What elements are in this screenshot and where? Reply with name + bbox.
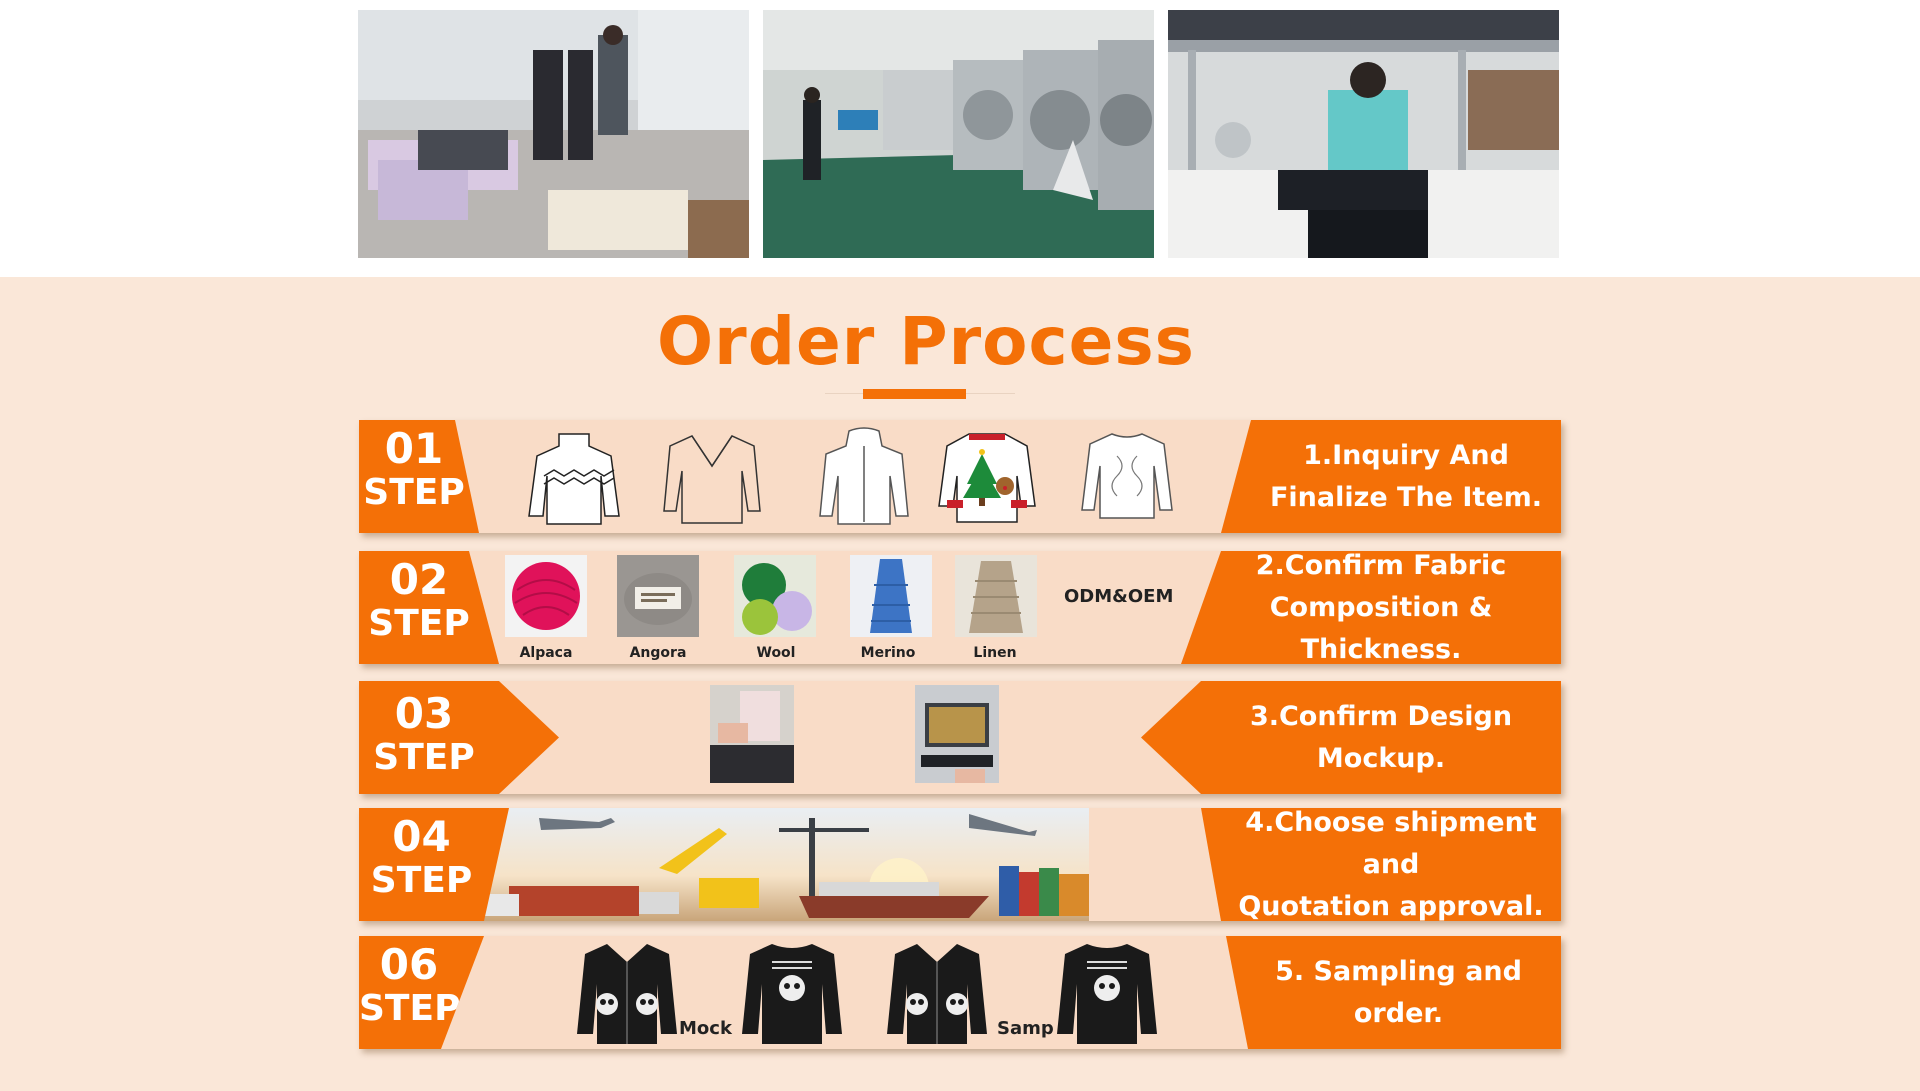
order-process-section: Order Process 01 STEP xyxy=(0,277,1920,1091)
yarn-label: Angora xyxy=(629,645,687,661)
step-description-panel: 3.Confirm Design Mockup. xyxy=(1141,681,1561,794)
turtleneck-sweater-icon xyxy=(528,433,620,525)
yarn-label: Linen xyxy=(973,645,1017,661)
step-description-panel: 2.Confirm Fabric Composition & Thickness… xyxy=(1181,551,1561,664)
step-label: STEP xyxy=(359,988,461,1029)
step-label: STEP xyxy=(370,860,473,901)
step-1-banner: 01 STEP xyxy=(359,420,1561,533)
skull-cardigan-sample-front-image xyxy=(887,944,987,1044)
title-underline-bar xyxy=(863,389,966,399)
step-description: 4.Choose shipment and Quotation approval… xyxy=(1238,808,1544,921)
step-number: 04 xyxy=(392,812,451,861)
v-neck-sweater-icon xyxy=(663,435,761,524)
section-title: Order Process xyxy=(657,303,1195,380)
ironing-station-photo xyxy=(1168,10,1559,258)
skull-cardigan-mock-front-image xyxy=(577,944,677,1044)
merino-yarn-image xyxy=(850,555,932,637)
step-description-panel: 5. Sampling and order. xyxy=(1226,936,1561,1049)
skull-cardigan-sample-back-image xyxy=(1057,944,1157,1044)
step-number: 02 xyxy=(389,555,449,604)
step-label: STEP xyxy=(368,603,470,644)
step-number: 06 xyxy=(379,940,439,989)
cable-knit-sweater-icon xyxy=(1081,433,1173,519)
step-description: 2.Confirm Fabric Composition & Thickness… xyxy=(1255,551,1507,664)
design-computer-photo xyxy=(915,685,999,783)
mock-label: Mock xyxy=(679,1018,732,1039)
step-number: 01 xyxy=(384,424,444,473)
step-label: STEP xyxy=(373,737,475,778)
knitting-workshop-photo xyxy=(358,10,749,258)
step-badge: 04 STEP xyxy=(359,808,509,921)
logistics-collage-image xyxy=(479,808,1089,921)
yarn-label: Merino xyxy=(860,645,916,661)
step-badge: 02 STEP xyxy=(359,551,499,664)
yarn-label: Wool xyxy=(756,645,796,661)
step-number: 03 xyxy=(394,689,454,738)
step-description: 5. Sampling and order. xyxy=(1275,955,1522,1029)
step-badge: 01 STEP xyxy=(359,420,479,533)
angora-yarn-image xyxy=(617,555,699,637)
step-description-panel: 1.Inquiry And Finalize The Item. xyxy=(1221,420,1561,533)
design-table-photo xyxy=(710,685,794,783)
wool-yarn-image xyxy=(734,555,816,637)
step-description: 3.Confirm Design Mockup. xyxy=(1249,700,1513,774)
alpaca-yarn-image xyxy=(505,555,587,637)
step-5-banner: 06 STEP Mock Samp xyxy=(359,936,1561,1049)
step-label: STEP xyxy=(363,472,465,513)
step-badge: 06 STEP xyxy=(359,936,484,1049)
hoodie-icon xyxy=(819,427,909,525)
step-3-banner: 03 STEP 3.Confirm Design Mockup. xyxy=(359,681,1561,794)
yarn-label: Alpaca xyxy=(519,645,573,661)
factory-photo-strip xyxy=(0,0,1920,277)
step-badge: 03 STEP xyxy=(359,681,559,794)
sample-label: Samp xyxy=(997,1018,1054,1039)
step-description-panel: 4.Choose shipment and Quotation approval… xyxy=(1201,808,1561,921)
christmas-sweater-icon xyxy=(938,433,1036,523)
laundry-room-photo xyxy=(763,10,1154,258)
step-2-banner: 02 STEP Alpaca Angora Wool xyxy=(359,551,1561,664)
step-description: 1.Inquiry And Finalize The Item. xyxy=(1269,439,1543,513)
odm-oem-label: ODM&OEM xyxy=(1064,586,1174,607)
linen-yarn-image xyxy=(955,555,1037,637)
step-4-banner: 04 STEP 4.Choose shipment and Quotation … xyxy=(359,808,1561,921)
skull-cardigan-mock-back-image xyxy=(742,944,842,1044)
